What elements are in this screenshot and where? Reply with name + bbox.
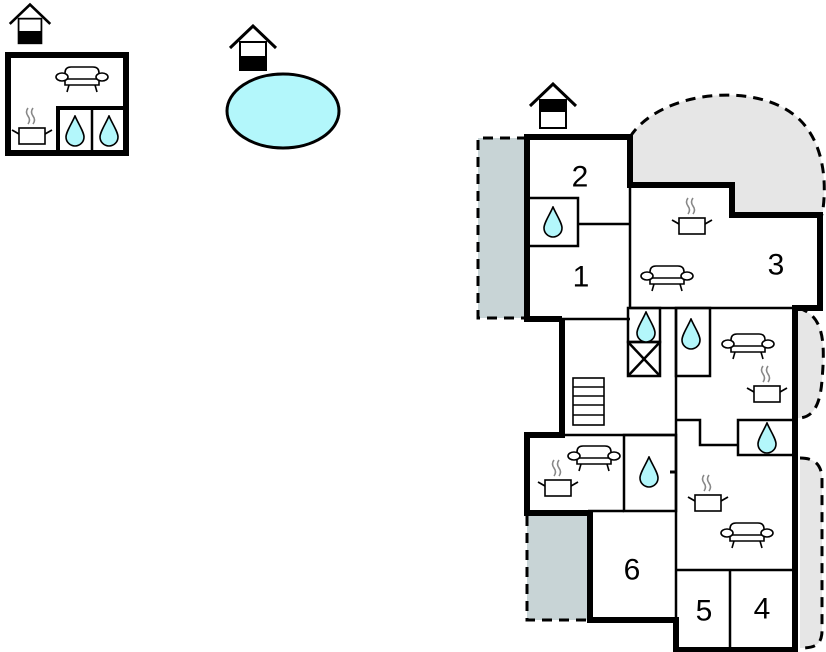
- house-icon: [8, 3, 52, 45]
- garden-top-right: [630, 95, 825, 215]
- annex-partition: [56, 106, 126, 153]
- sofa-icon: [567, 445, 621, 472]
- water-drop-icon: [543, 206, 563, 238]
- sofa-icon: [55, 66, 109, 93]
- sofa-icon: [721, 333, 775, 360]
- water-drop-icon: [65, 115, 85, 147]
- room-number-1: 1: [573, 261, 590, 294]
- exterior-walls: [524, 134, 823, 652]
- cooking-pot-icon: [671, 197, 713, 235]
- room-number-2: 2: [572, 161, 589, 194]
- water-drop-icon: [639, 456, 659, 488]
- terrace-bottom-left: [527, 516, 588, 620]
- water-drop-icon: [757, 422, 777, 454]
- cooking-pot-icon: [687, 474, 729, 512]
- room-number-4: 4: [754, 593, 771, 626]
- stairs-icon: [572, 377, 605, 426]
- room-number-5: 5: [696, 595, 713, 628]
- cooking-pot-icon: [537, 459, 579, 497]
- annex-walls: [5, 52, 129, 156]
- sofa-icon: [640, 265, 694, 292]
- water-drop-icon: [636, 311, 656, 343]
- house-icon: [528, 82, 578, 129]
- annex-building: [5, 3, 129, 156]
- room-number-6: 6: [624, 554, 641, 587]
- pool-area: [225, 24, 341, 150]
- terrace-left: [476, 136, 527, 320]
- water-drop-icon: [681, 318, 701, 350]
- pool: [225, 72, 341, 150]
- house-icon: [228, 24, 278, 71]
- cooking-pot-icon: [746, 365, 788, 403]
- cooking-pot-icon: [11, 107, 53, 145]
- room-number-3: 3: [768, 249, 785, 282]
- garden-bottom-right: [800, 458, 822, 648]
- garden-right: [798, 308, 824, 418]
- main-building: 2 1 3 6 5 4: [476, 82, 826, 652]
- sofa-icon: [720, 522, 774, 549]
- water-drop-icon: [99, 115, 119, 147]
